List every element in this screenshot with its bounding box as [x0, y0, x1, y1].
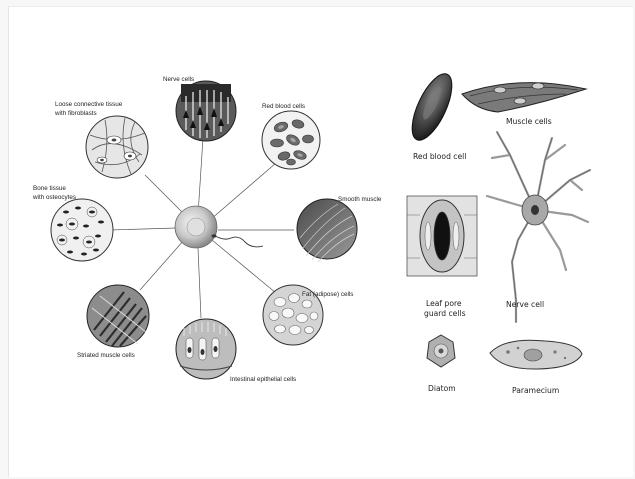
- label-loose-connective-1: Loose connective tissue: [55, 101, 123, 108]
- label-leaf-pore-1: Leaf pore: [426, 299, 462, 308]
- nerve-cell-drawing: Nerve cell: [487, 132, 590, 322]
- label-fat-cells: Fat (adipose) cells: [302, 291, 353, 298]
- guard-cells-drawing: Leaf pore guard cells: [407, 196, 477, 318]
- label-paramecium: Paramecium: [512, 386, 559, 395]
- label-nerve-cell: Nerve cell: [506, 300, 544, 309]
- label-muscle-cells: Muscle cells: [506, 117, 552, 126]
- label-red-blood-cells: Red blood cells: [262, 103, 305, 110]
- label-bone-tissue-1: Bone tissue: [33, 185, 66, 192]
- paramecium-drawing: Paramecium: [490, 340, 582, 395]
- radial-diagram: Nerve cells Loose connective tissue with…: [32, 76, 382, 383]
- red-blood-cell-drawing: Red blood cell: [404, 68, 466, 161]
- bone-tissue-circle: [51, 199, 113, 261]
- muscle-cells-drawing: Muscle cells: [462, 83, 586, 126]
- label-red-blood-cell: Red blood cell: [413, 152, 466, 161]
- red-blood-cells-circle: [262, 111, 320, 169]
- smooth-muscle-circle: [297, 199, 357, 262]
- label-smooth-muscle: Smooth muscle: [338, 196, 382, 203]
- label-diatom: Diatom: [428, 384, 456, 393]
- cell-gallery: Red blood cell Muscle cells: [404, 68, 590, 395]
- intestinal-epithelial-circle: [176, 319, 236, 379]
- label-leaf-pore-2: guard cells: [424, 309, 466, 318]
- label-loose-connective-2: with fibroblasts: [54, 110, 97, 117]
- nerve-cells-circle: [176, 81, 236, 141]
- loose-connective-tissue-circle: [86, 116, 148, 178]
- label-bone-tissue-2: with osteocytes: [32, 194, 76, 201]
- label-nerve-cells: Nerve cells: [163, 76, 194, 83]
- label-striated-muscle: Striated muscle cells: [77, 352, 135, 359]
- diatom-drawing: Diatom: [427, 335, 456, 393]
- label-intestinal-epithelial: Intestinal epithelial cells: [230, 376, 296, 383]
- striated-muscle-circle: [87, 285, 149, 347]
